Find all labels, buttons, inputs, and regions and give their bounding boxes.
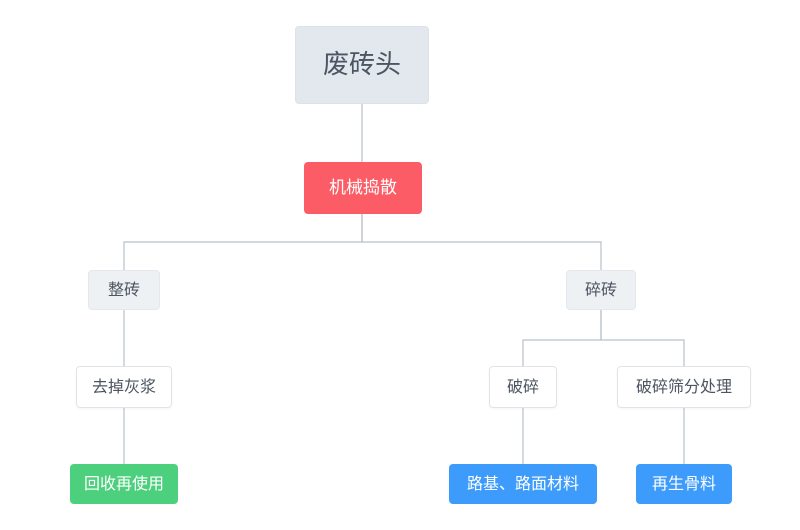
node-whole[interactable]: 整砖 — [88, 270, 160, 310]
node-crush[interactable]: 破碎 — [489, 366, 557, 408]
edge-mech-to-broken — [361, 214, 602, 270]
node-label: 再生骨料 — [651, 474, 716, 493]
node-label: 破碎筛分处理 — [635, 377, 732, 396]
node-label: 回收再使用 — [83, 474, 164, 493]
node-label: 整砖 — [107, 280, 140, 299]
edge-mech-to-whole — [123, 214, 363, 270]
node-remove[interactable]: 去掉灰浆 — [76, 366, 172, 408]
node-reuse[interactable]: 回收再使用 — [70, 464, 178, 504]
node-label: 路基、路面材料 — [466, 474, 579, 493]
node-roadmat[interactable]: 路基、路面材料 — [449, 464, 597, 504]
node-aggregate[interactable]: 再生骨料 — [636, 464, 732, 504]
node-label: 废砖头 — [322, 50, 401, 80]
node-label: 破碎 — [506, 377, 539, 396]
node-label: 去掉灰浆 — [91, 377, 156, 396]
edge-broken-to-crush — [522, 310, 602, 366]
node-mech[interactable]: 机械捣散 — [304, 162, 422, 214]
node-label: 碎砖 — [584, 280, 617, 299]
node-broken[interactable]: 碎砖 — [566, 270, 636, 310]
node-label: 机械捣散 — [329, 177, 397, 198]
edge-broken-to-screen — [600, 310, 685, 366]
node-screen[interactable]: 破碎筛分处理 — [617, 366, 751, 408]
node-root[interactable]: 废砖头 — [295, 26, 429, 104]
